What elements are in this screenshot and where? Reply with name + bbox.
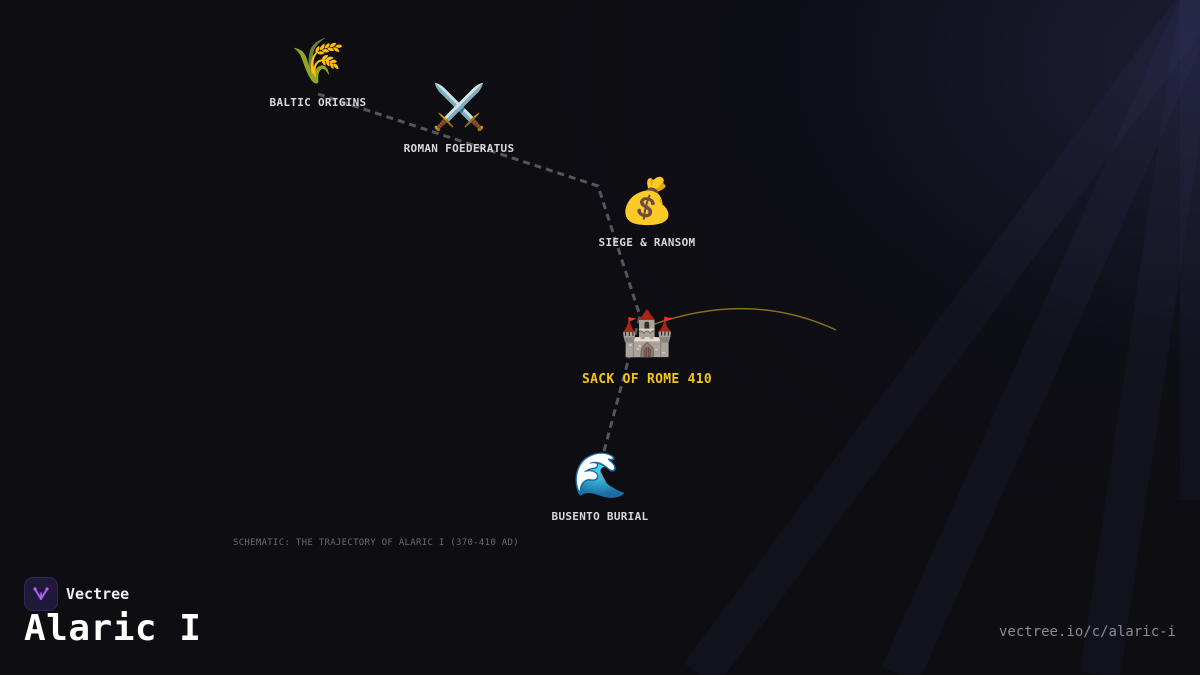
node-sack-of-rome[interactable]: 🏰 SACK OF ROME 410 [582, 308, 712, 387]
vectree-logo-icon [24, 577, 58, 611]
trajectory-path [317, 92, 642, 456]
node-roman-foederatus[interactable]: ⚔️ ROMAN FOEDERATUS [404, 82, 515, 155]
node-label: SIEGE & RANSOM [598, 236, 696, 249]
node-label: BALTIC ORIGINS [269, 96, 367, 109]
node-siege-ransom[interactable]: 💰 SIEGE & RANSOM [599, 176, 696, 249]
node-busento-burial[interactable]: 🌊 BUSENTO BURIAL [552, 450, 649, 523]
wave-icon: 🌊 [572, 450, 628, 501]
node-label: ROMAN FOEDERATUS [403, 142, 515, 155]
page-url[interactable]: vectree.io/c/alaric-i [998, 624, 1176, 640]
path-arrowhead [588, 470, 608, 492]
diagram-caption: SCHEMATIC: THE TRAJECTORY OF ALARIC I (3… [233, 538, 519, 548]
page-title: Alaric I [24, 608, 202, 649]
node-baltic-origins[interactable]: 🌾 BALTIC ORIGINS [270, 36, 367, 109]
wheat-icon: 🌾 [290, 36, 346, 87]
node-label: BUSENTO BURIAL [551, 510, 649, 523]
rome-arc [651, 308, 837, 331]
brand-name: Vectree [66, 585, 130, 603]
brand[interactable]: Vectree [24, 577, 129, 611]
crossed-swords-icon: ⚔️ [431, 82, 487, 133]
castle-icon: 🏰 [619, 308, 675, 359]
node-label: SACK OF ROME 410 [581, 372, 713, 387]
money-bag-icon: 💰 [619, 176, 675, 227]
